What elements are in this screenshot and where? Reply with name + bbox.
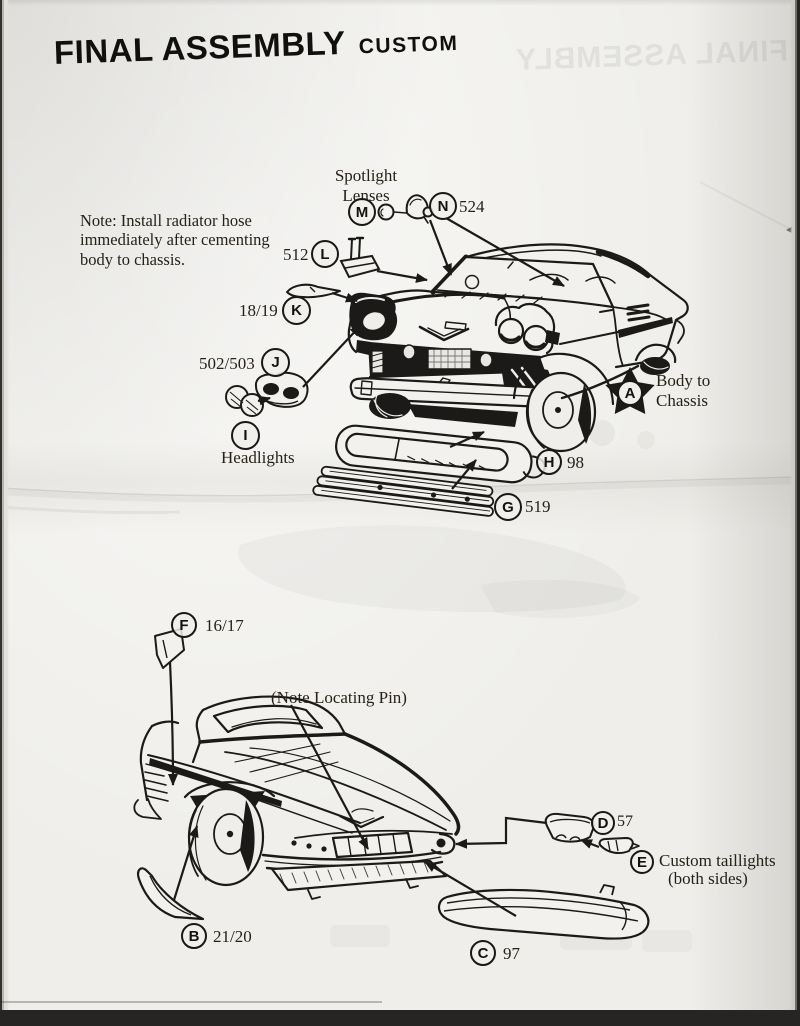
body-to-chassis-label: Body to Chassis [656, 371, 711, 411]
callout-badge-g: G [494, 493, 522, 521]
both-sides-label: (both sides) [668, 869, 748, 888]
part-number-c: 97 [503, 944, 520, 963]
callout-badge-m: M [348, 198, 376, 226]
callout-badge-b: B [181, 923, 207, 949]
part-number-b: 21/20 [213, 927, 252, 946]
callout-letter-k: K [291, 302, 302, 319]
callout-letter-e: E [636, 853, 647, 871]
callout-letter-g: G [502, 498, 514, 516]
callout-letter-b: B [188, 927, 200, 945]
callout-letter-c: C [477, 944, 489, 962]
callout-badge-c: C [470, 940, 496, 966]
callout-badge-a: A [617, 380, 643, 406]
part-number-j: 502/503 [199, 354, 255, 373]
callout-letter-a: A [624, 384, 636, 402]
part-number-n: 524 [459, 197, 485, 216]
callout-letter-i: I [243, 427, 248, 444]
callout-letter-j: J [271, 354, 280, 371]
part-number-d: 57 [617, 813, 633, 830]
callout-badge-d: D [591, 811, 615, 835]
part-d-taillight-housing [544, 812, 595, 843]
locating-pin-note: (Note Locating Pin) [271, 688, 407, 707]
callout-letter-n: N [437, 197, 449, 215]
callout-badge-l: L [311, 240, 339, 268]
callout-badge-j: J [261, 348, 290, 377]
part-l-512 [339, 236, 381, 279]
callout-letter-d: D [597, 814, 609, 832]
part-number-f: 16/17 [205, 616, 244, 635]
callout-badge-k: K [282, 296, 311, 325]
callout-badge-f: F [171, 612, 197, 638]
headlights-label: Headlights [221, 448, 295, 467]
callout-letter-l: L [320, 245, 330, 263]
callout-badge-h: H [536, 449, 562, 475]
part-number-k: 18/19 [239, 301, 278, 320]
part-j-headlight-bezel [254, 371, 309, 408]
part-c-rear-bumper [437, 884, 650, 940]
callout-badge-n: N [429, 192, 457, 220]
callout-letter-h: H [543, 453, 555, 471]
callout-badge-i: I [231, 421, 260, 450]
callout-badge-e: E [630, 850, 654, 874]
part-number-g: 519 [525, 497, 551, 516]
part-b-fender-skirt [137, 867, 205, 921]
callout-letter-m: M [355, 203, 369, 221]
part-e-custom-taillight [598, 837, 640, 855]
part-number-h: 98 [567, 453, 584, 472]
callout-letter-f: F [179, 616, 189, 634]
part-number-l: 512 [283, 245, 309, 264]
spotlight-lens-part [377, 203, 407, 221]
